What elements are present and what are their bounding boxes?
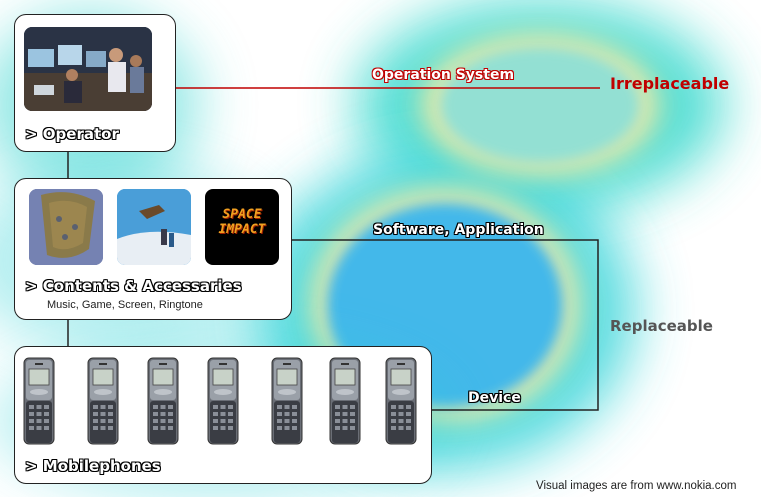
- mobilephone-image: [147, 357, 179, 445]
- operation-system-label: Operation System: [372, 67, 515, 83]
- software-application-label: Software, Application: [373, 222, 544, 238]
- contents-label: > Contents & Accessaries: [25, 277, 242, 295]
- replaceable-bracket: [290, 239, 599, 411]
- device-label: Device: [468, 390, 521, 406]
- image-credit: Visual images are from www.nokia.com: [536, 480, 737, 492]
- replaceable-label: Replaceable: [610, 317, 713, 335]
- contents-box: SPACE IMPACT > Contents & Accessaries Mu…: [14, 178, 292, 320]
- screen-thumbnail: [29, 189, 103, 265]
- mobilephone-image: [87, 357, 119, 445]
- control-room-image: [24, 27, 152, 111]
- screen-image: [29, 189, 103, 265]
- irreplaceable-label: Irreplaceable: [610, 74, 730, 93]
- game-title: SPACE IMPACT: [218, 207, 266, 237]
- mobilephone-image: [207, 357, 239, 445]
- snowboard-image: [117, 189, 191, 265]
- mobilephone-image: [385, 357, 417, 445]
- mobilephone-image: [23, 357, 55, 445]
- ringtone-thumbnail: [117, 189, 191, 265]
- mobilephones-box: > Mobilephones: [14, 346, 432, 484]
- operator-box: > Operator: [14, 14, 176, 152]
- mobilephone-image: [329, 357, 361, 445]
- game-thumbnail: SPACE IMPACT: [205, 189, 279, 265]
- mobilephones-label: > Mobilephones: [25, 457, 161, 475]
- operator-label: > Operator: [25, 125, 119, 143]
- contents-sublabel: Music, Game, Screen, Ringtone: [47, 299, 203, 311]
- mobilephone-image: [271, 357, 303, 445]
- operator-photo: [24, 27, 152, 111]
